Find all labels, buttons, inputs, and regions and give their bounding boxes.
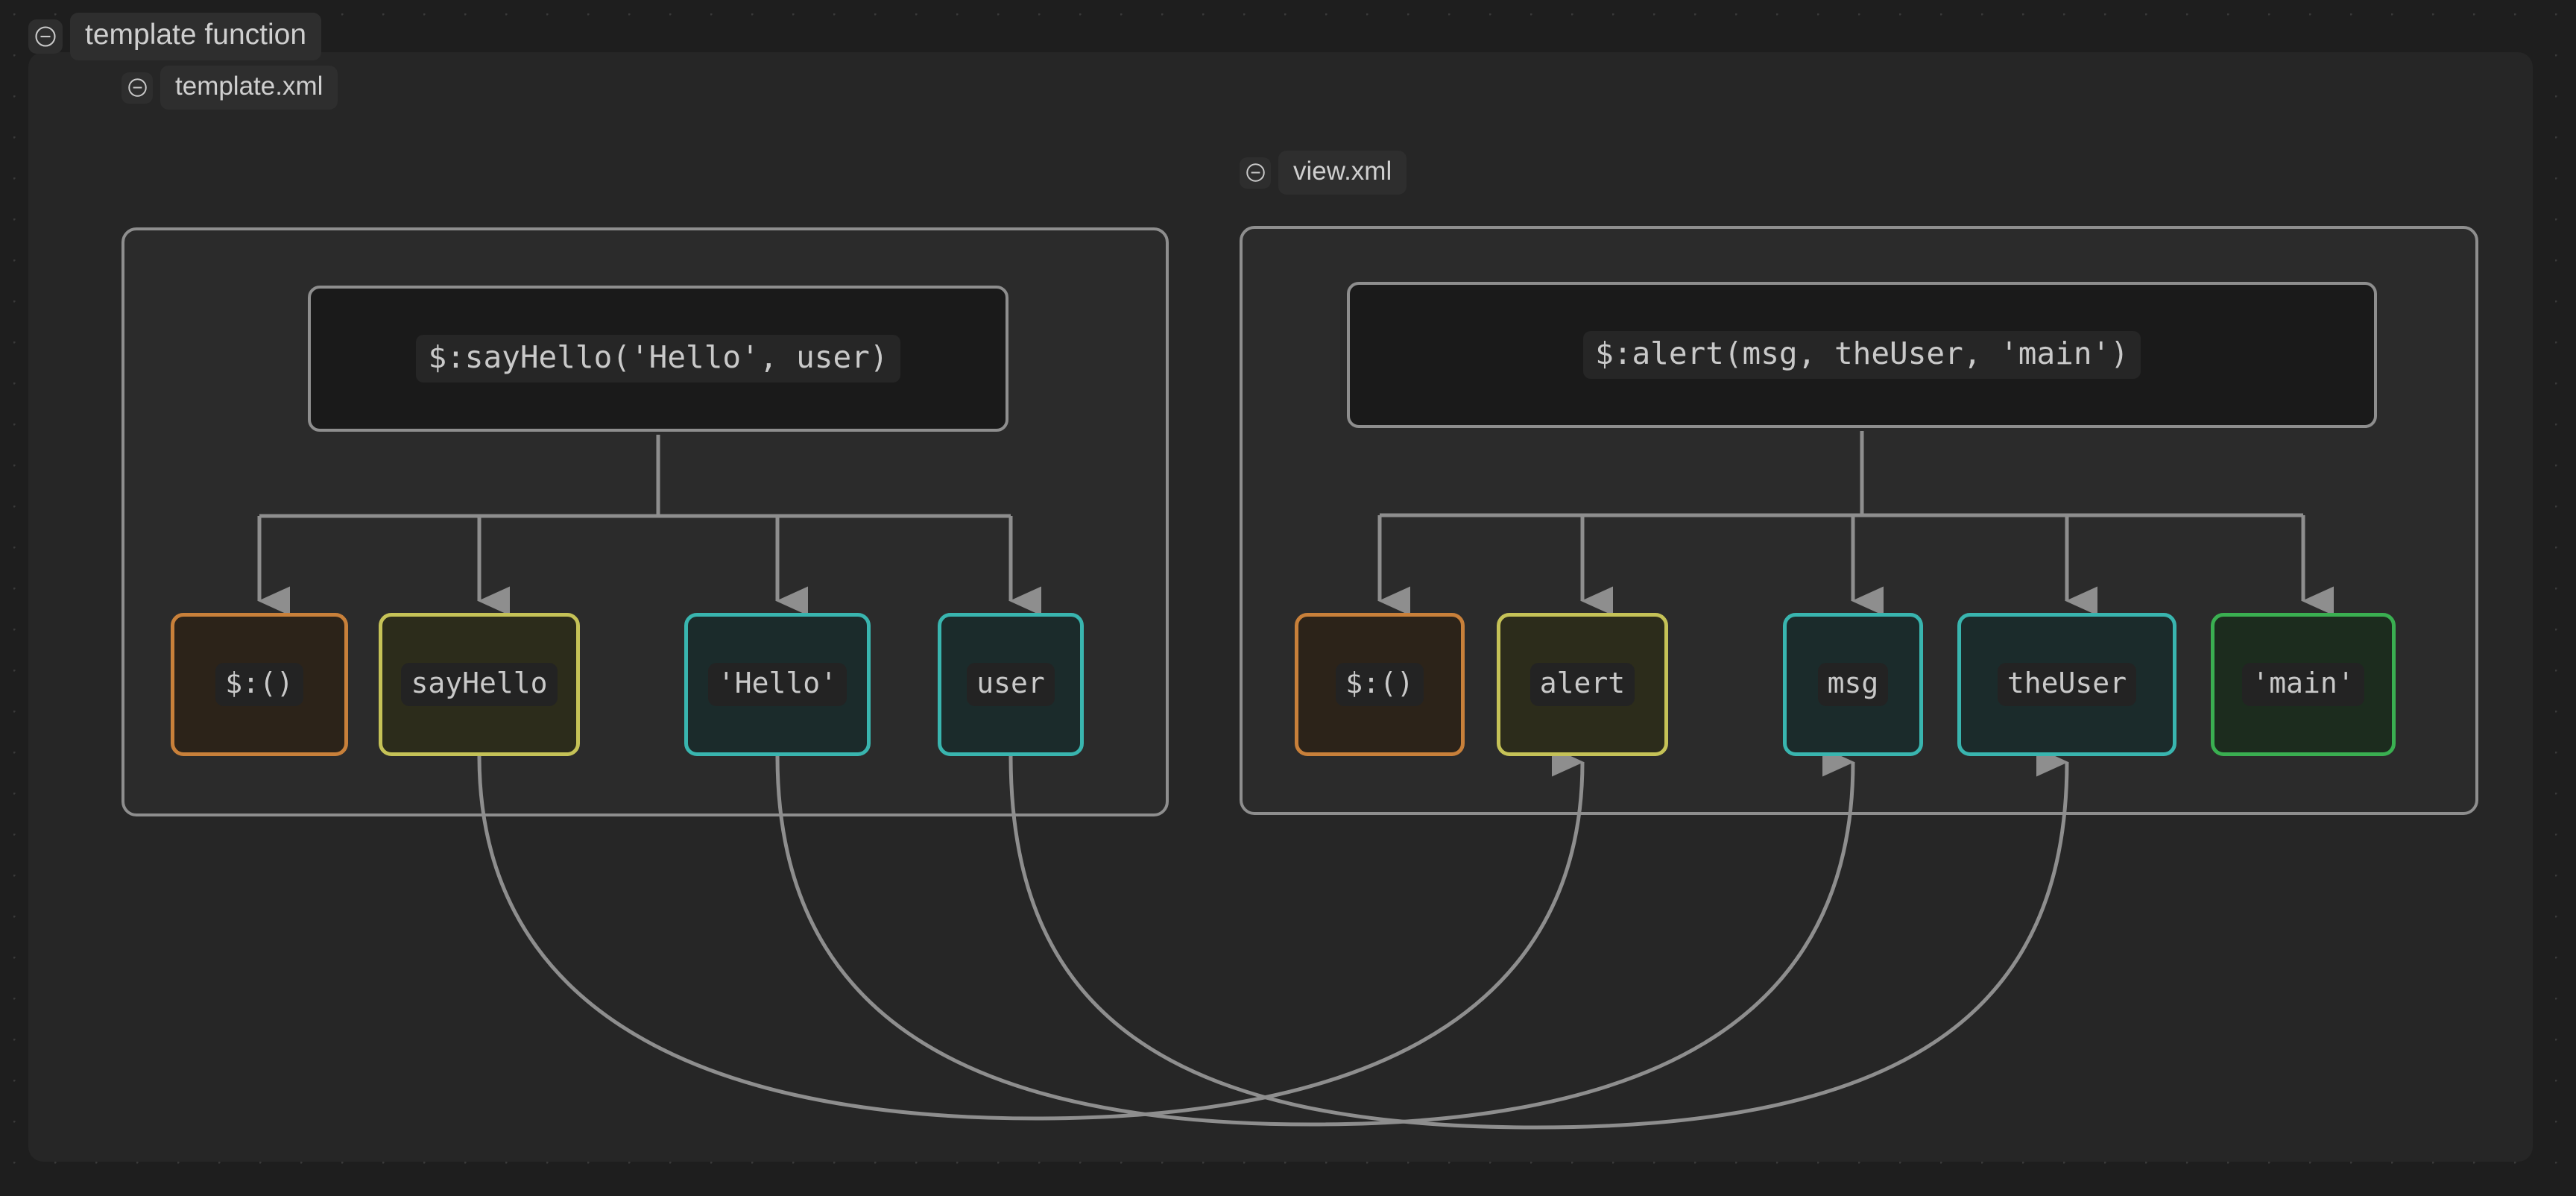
node-v-alert[interactable]: alert [1497,613,1668,756]
expression-box-view-xml[interactable]: $:alert(msg, theUser, 'main') [1347,282,2377,428]
node-v-call[interactable]: $:() [1295,613,1465,756]
group-title-view-xml: view.xml [1278,151,1407,195]
node-label: user [967,663,1055,706]
node-v-msg[interactable]: msg [1783,613,1923,756]
node-t-call[interactable]: $:() [171,613,348,756]
expression-text: $:sayHello('Hello', user) [416,335,900,383]
node-label: $:() [1336,663,1424,706]
circle-minus-icon[interactable] [28,19,63,54]
circle-minus-icon[interactable] [121,72,153,104]
root-header: template function [28,13,322,60]
group-header-template-xml: template.xml [121,66,338,110]
node-label: alert [1530,663,1635,706]
circle-minus-icon[interactable] [1240,157,1271,189]
node-label: theUser [1997,663,2137,706]
group-title-template-xml: template.xml [160,66,338,110]
node-label: msg [1817,663,1889,706]
node-v-main[interactable]: 'main' [2211,613,2396,756]
root-title: template function [70,13,322,60]
expression-box-template-xml[interactable]: $:sayHello('Hello', user) [308,286,1008,432]
node-label: 'main' [2242,663,2364,706]
node-label: 'Hello' [707,663,847,706]
expression-text: $:alert(msg, theUser, 'main') [1583,331,2141,379]
node-label: $:() [215,663,303,706]
group-header-view-xml: view.xml [1240,151,1407,195]
node-t-user[interactable]: user [938,613,1084,756]
node-t-hello[interactable]: 'Hello' [684,613,871,756]
node-t-sayHello[interactable]: sayHello [379,613,580,756]
node-label: sayHello [401,663,558,706]
node-v-theUser[interactable]: theUser [1957,613,2176,756]
